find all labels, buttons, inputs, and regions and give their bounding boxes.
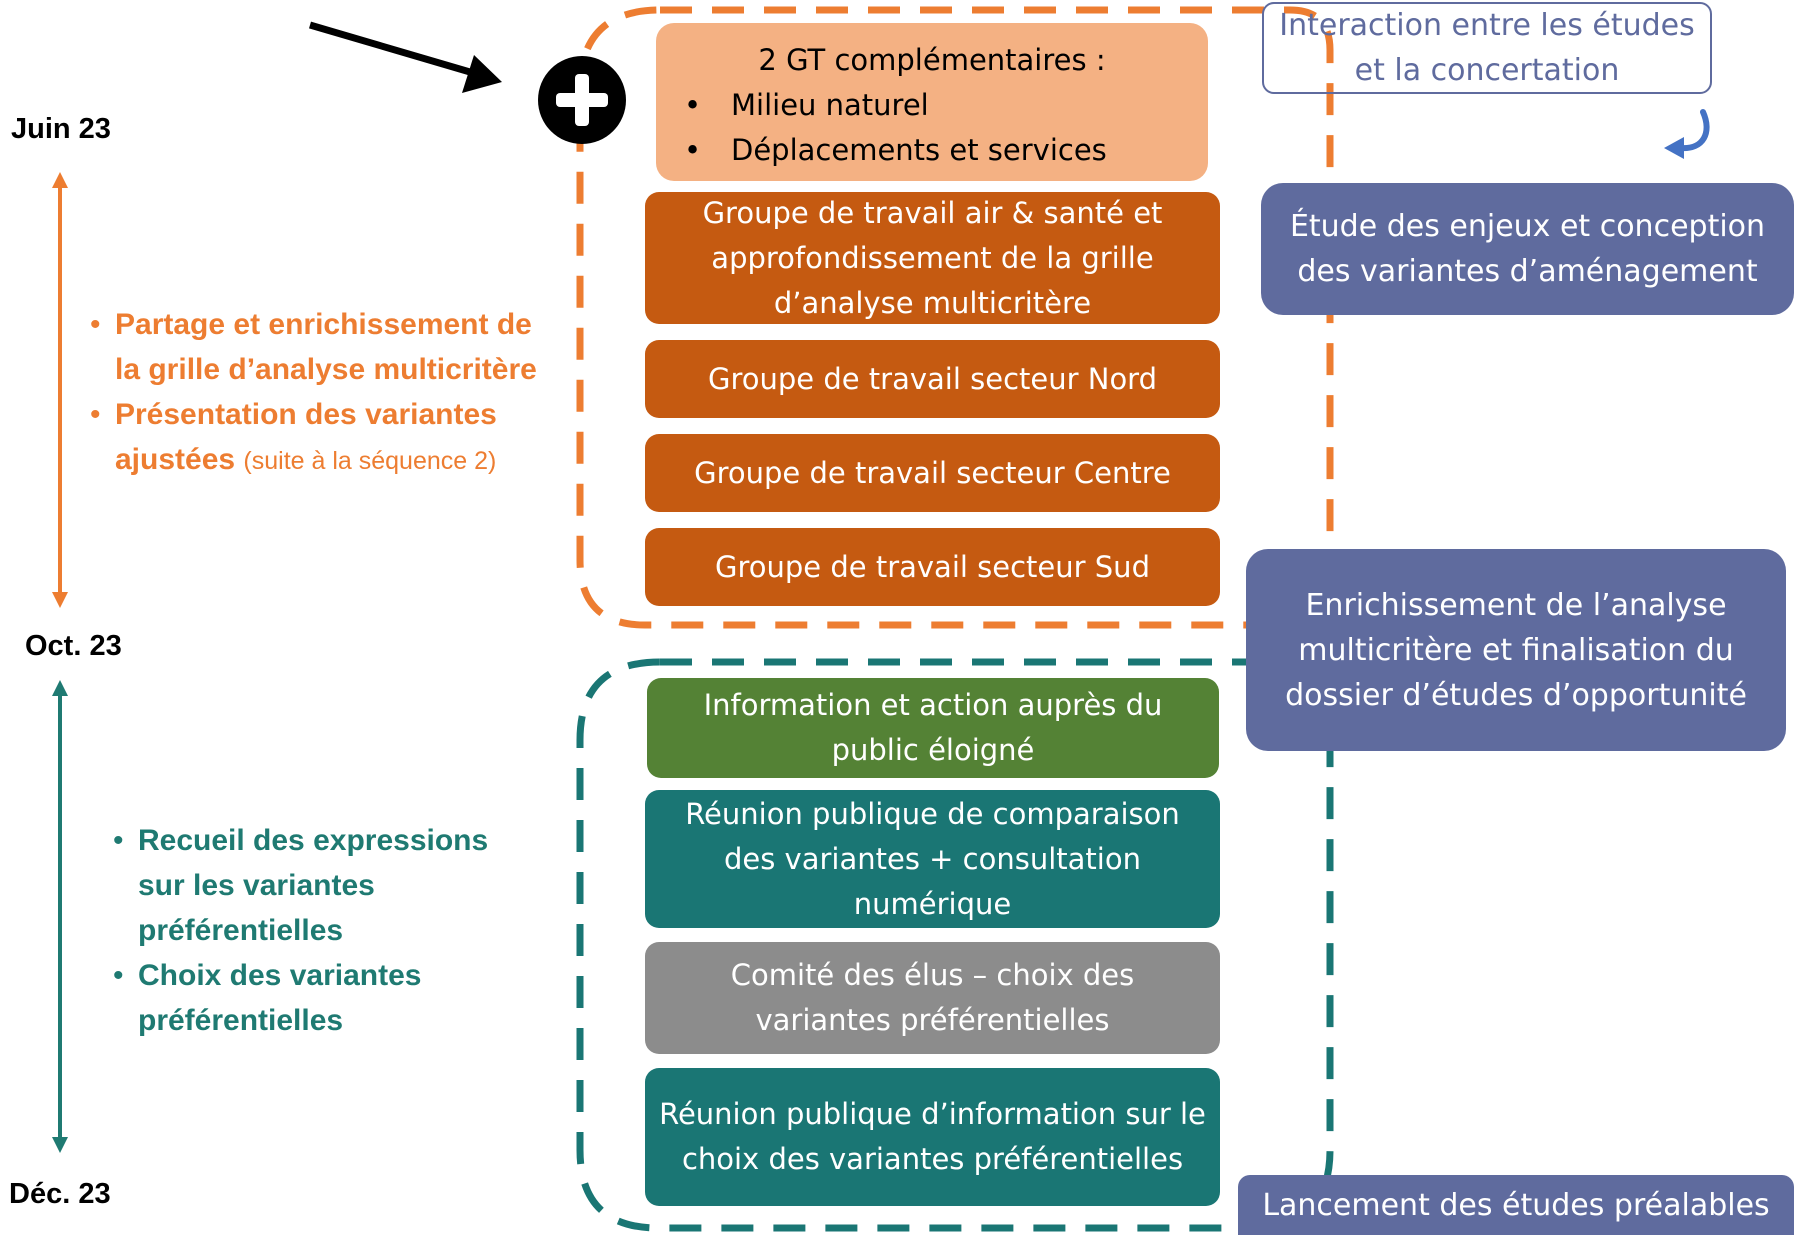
phase2-action-label: Comité des élus – choix des variantes pr… [730,958,1135,1037]
complementary-group-item: Milieu naturel [656,83,1208,128]
arrow-right-icon [309,21,502,93]
study-label: Étude des enjeux et conception des varia… [1289,209,1766,289]
working-group-box: Groupe de travail secteur Nord [645,340,1220,418]
phase2-action-box: Réunion publique d’information sur le ch… [645,1068,1220,1206]
interaction-box: Interaction entre les études et la conce… [1262,2,1712,94]
working-group-box: Groupe de travail secteur Centre [645,434,1220,512]
phase1-bullet-note: (suite à la séquence 2) [243,447,497,475]
working-group-box: Groupe de travail air & santé et approfo… [645,192,1220,324]
working-group-label: Groupe de travail secteur Centre [694,455,1171,490]
phase1-bullet-list: Partage et enrichissement de la grille d… [90,302,540,484]
phase1-bullet: Partage et enrichissement de la grille d… [90,302,540,392]
date-label: Oct. 23 [25,630,122,662]
interaction-label: Interaction entre les études et la conce… [1279,8,1695,88]
complementary-groups-box: 2 GT complémentaires : Milieu naturel Dé… [656,23,1208,181]
working-group-label: Groupe de travail air & santé et approfo… [702,195,1163,320]
date-label: Déc. 23 [9,1178,111,1210]
study-label: Enrichissement de l’analyse multicritère… [1285,587,1747,713]
working-group-label: Groupe de travail secteur Nord [707,361,1158,396]
working-group-label: Groupe de travail secteur Sud [715,549,1150,584]
date-label: Juin 23 [11,113,111,145]
phase2-action-label: Information et action auprès du public é… [703,688,1163,767]
working-group-box: Groupe de travail secteur Sud [645,528,1220,606]
phase2-action-box: Comité des élus – choix des variantes pr… [645,942,1220,1054]
plus-circle-icon [538,56,626,144]
phase1-dashed-frame [576,6,1334,629]
curved-arrow-icon [1664,109,1710,159]
phase2-action-label: Réunion publique d’information sur le ch… [659,1097,1206,1176]
study-launch-box: Lancement des études préalables [1238,1175,1794,1235]
phase2-action-label: Réunion publique de comparaison des vari… [685,796,1180,921]
phase1-bullet: Présentation des variantes ajustées (sui… [90,392,540,484]
complementary-group-item: Déplacements et services [656,128,1208,173]
phase2-bullet: Choix des variantes préférentielles [113,953,533,1043]
phase2-action-box: Information et action auprès du public é… [647,678,1219,778]
study-box: Enrichissement de l’analyse multicritère… [1246,549,1786,751]
phase2-bullet: Recueil des expressions sur les variante… [113,818,533,953]
complementary-groups-title: 2 GT complémentaires : [758,43,1106,77]
phase2-bullet-list: Recueil des expressions sur les variante… [113,818,533,1043]
phase2-action-box: Réunion publique de comparaison des vari… [645,790,1220,928]
study-box: Étude des enjeux et conception des varia… [1261,183,1794,315]
study-label: Lancement des études préalables [1262,1187,1770,1223]
